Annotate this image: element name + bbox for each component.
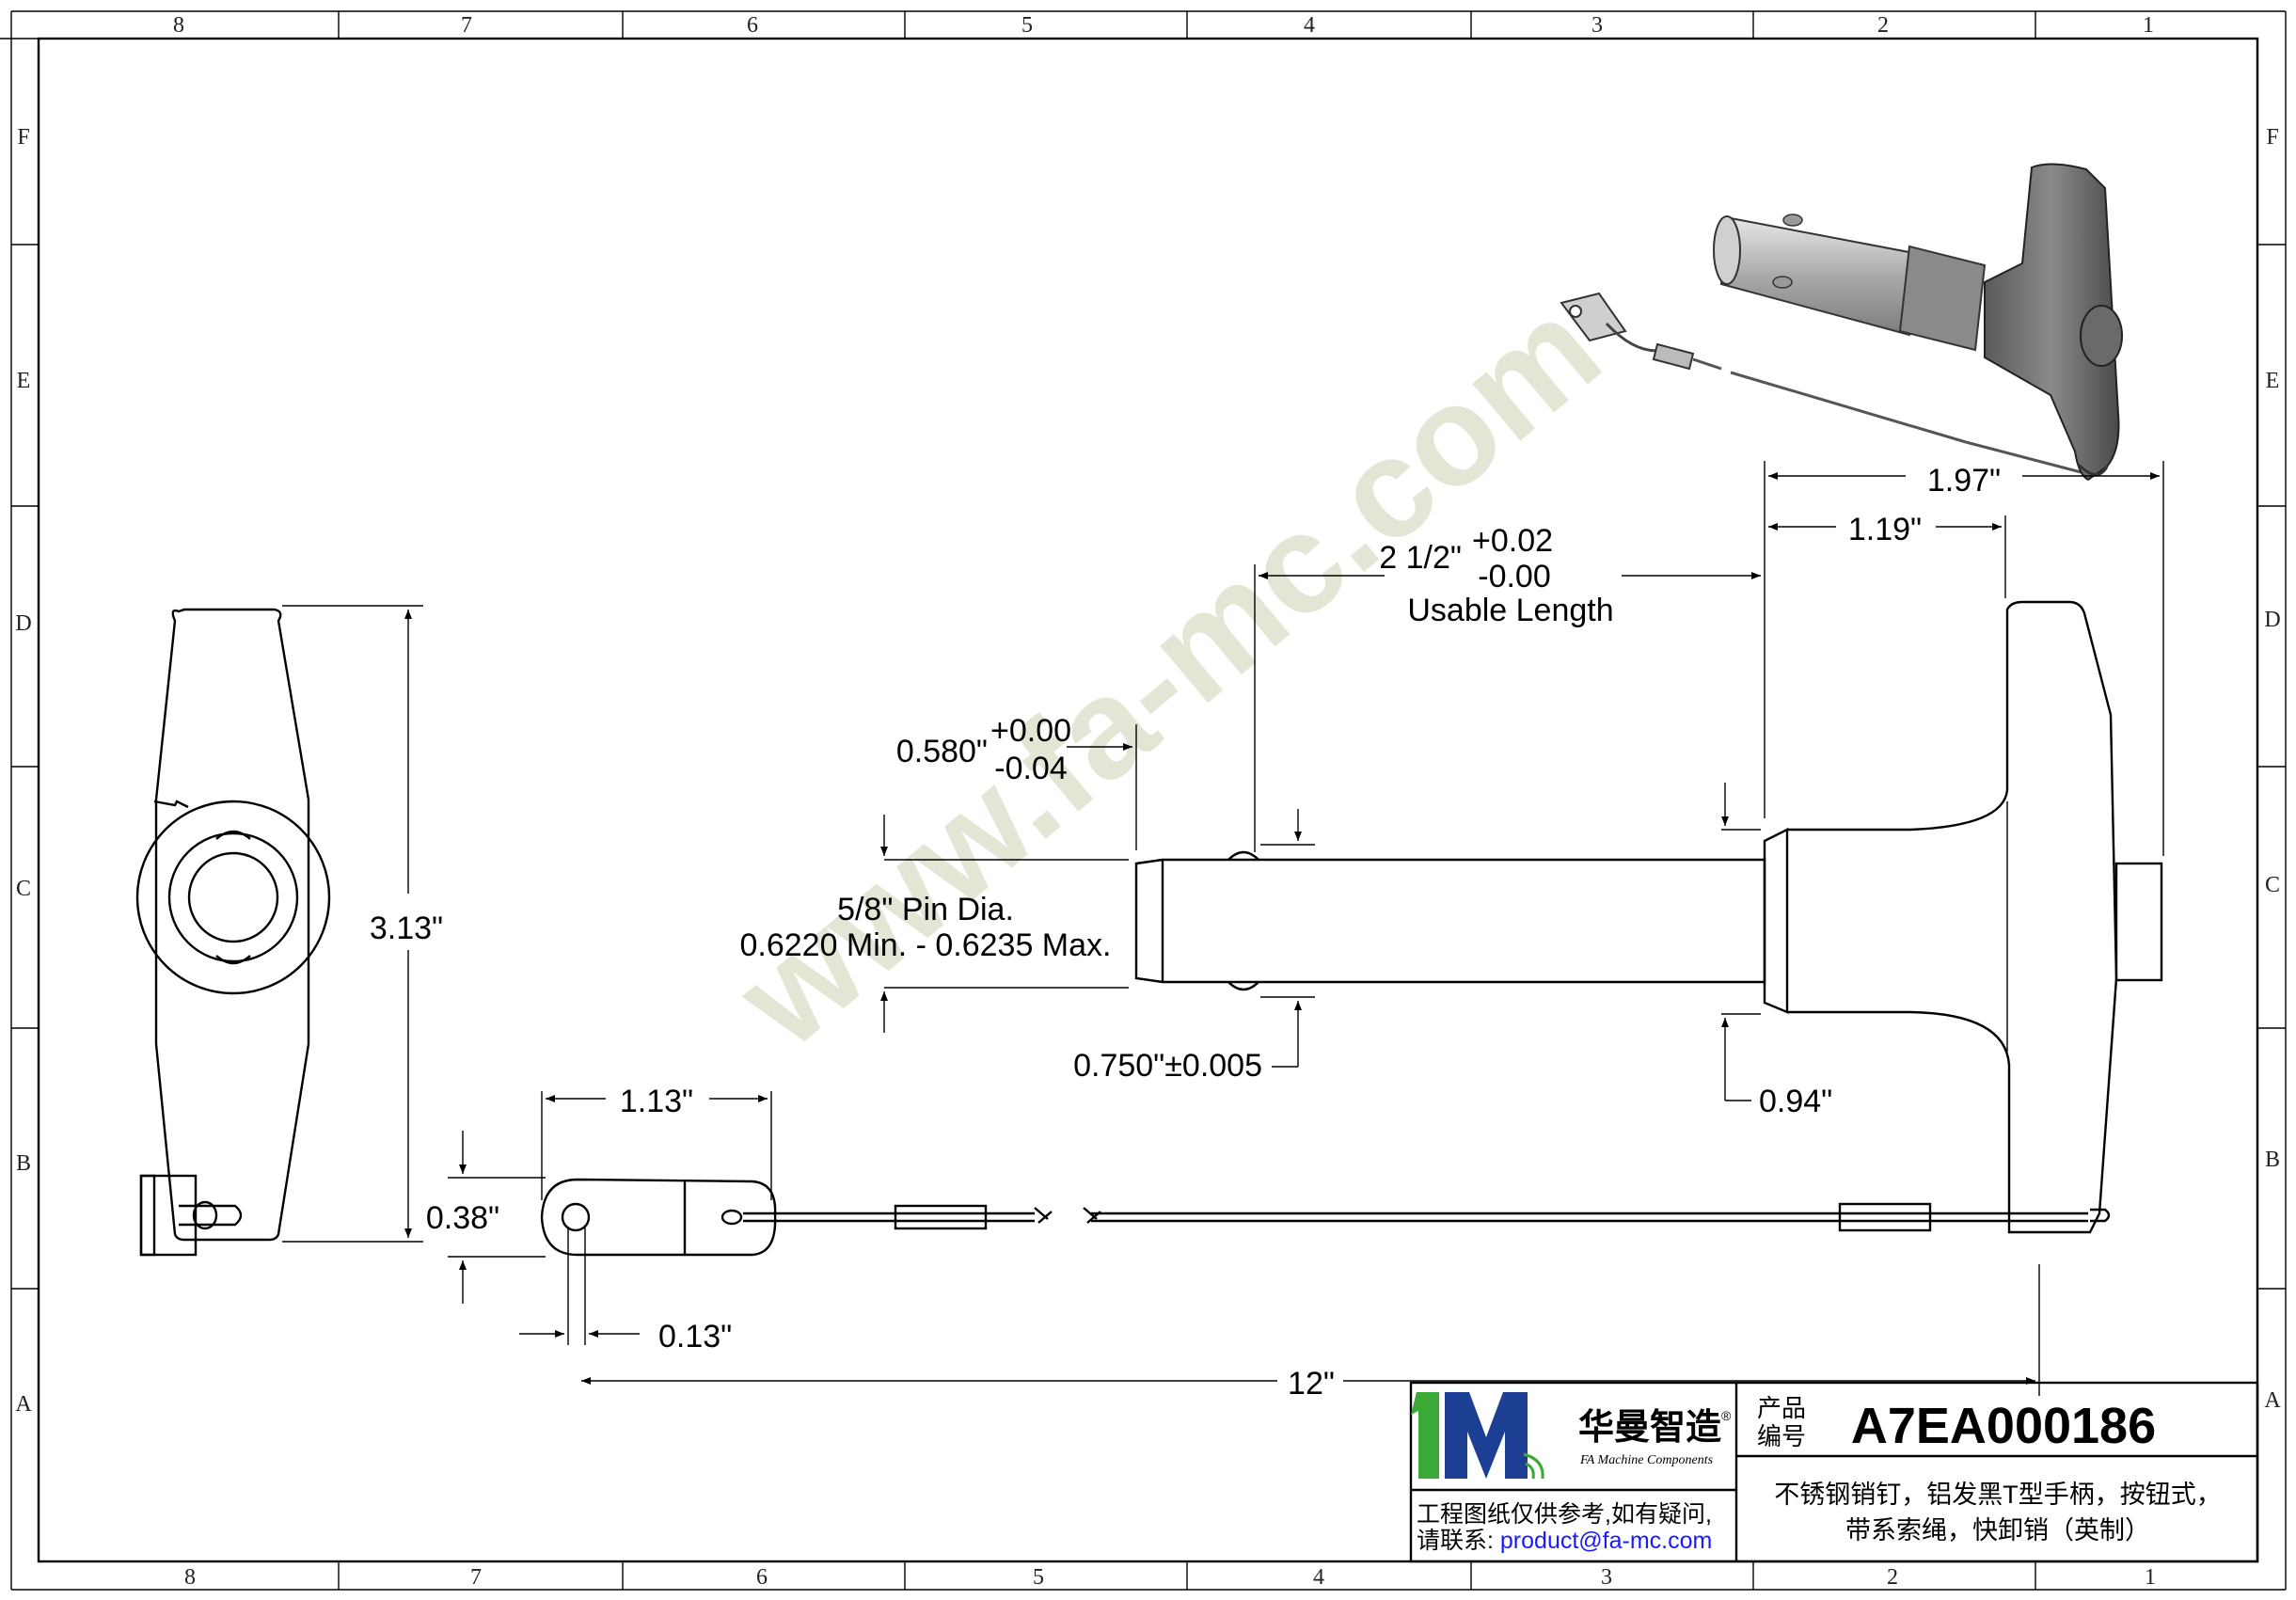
dim-usable-label: Usable Length — [1407, 593, 1613, 628]
dim-12: 12" — [581, 1264, 2040, 1402]
contact-prefix: 请联系: — [1417, 1528, 1500, 1554]
dim-0-580-value: 0.580" — [896, 734, 988, 769]
row-label-left: E — [17, 369, 31, 393]
disclaimer-text: 工程图纸仅供参考,如有疑问, — [1417, 1501, 1712, 1528]
dim-0-580-tol-minus: -0.04 — [994, 751, 1068, 786]
dim-0-750-label: 0.750"±0.005 — [1073, 1048, 1262, 1084]
dim-1-97-label: 1.97" — [1927, 463, 2001, 499]
col-label-top: 1 — [2143, 13, 2154, 38]
side-view-handle — [135, 608, 331, 1257]
drawing-frame — [0, 37, 2259, 1563]
row-label-left: C — [16, 877, 31, 901]
col-label-bottom: 5 — [1033, 1565, 1044, 1590]
dim-0-94: 0.94" — [1721, 783, 1832, 1119]
lanyard-view — [540, 1178, 2088, 1257]
dim-1-97: 1.97" — [1764, 461, 2164, 856]
title-block: 华曼智造 ® FA Machine Components 工程图纸仅供参考,如有… — [1409, 1381, 2259, 1563]
dim-pin-dia-range: 0.6220 Min. - 0.6235 Max. — [739, 927, 1111, 963]
dim-usable-tol-minus: -0.00 — [1478, 559, 1551, 594]
col-label-top: 8 — [173, 13, 184, 38]
dim-12-label: 12" — [1288, 1366, 1335, 1402]
row-label-left: A — [15, 1392, 32, 1417]
dim-0-13: 0.13" — [519, 1227, 732, 1354]
row-label-left: B — [16, 1151, 31, 1176]
row-label-right: D — [2264, 608, 2280, 632]
registered-mark: ® — [1721, 1408, 1732, 1423]
col-label-bottom: 1 — [2145, 1565, 2156, 1590]
dim-usable-length: 2 1/2" +0.02 -0.00 Usable Length — [1254, 523, 1761, 852]
dim-0-13-label: 0.13" — [658, 1319, 732, 1354]
dim-0-38: 0.38" — [426, 1131, 546, 1304]
pin-front-view — [1134, 600, 2163, 1234]
col-label-bottom: 3 — [1601, 1565, 1612, 1590]
col-label-bottom: 8 — [184, 1565, 196, 1590]
contact-email[interactable]: product@fa-mc.com — [1500, 1528, 1712, 1554]
description-line-1: 不锈钢销钉，铝发黑T型手柄，按钮式， — [1774, 1481, 2222, 1509]
dim-1-13-label: 1.13" — [620, 1084, 693, 1119]
col-label-top: 6 — [747, 13, 758, 38]
col-label-top: 3 — [1591, 13, 1603, 38]
part-label-1: 产品 — [1757, 1394, 1806, 1422]
dim-usable-tol-plus: +0.02 — [1472, 523, 1553, 559]
zone-labels: 8 7 6 5 4 3 2 1 8 7 6 5 4 3 2 1 F E D C … — [15, 13, 2281, 1590]
dim-pin-dia-label: 5/8" Pin Dia. — [837, 892, 1014, 927]
col-label-bottom: 2 — [1887, 1565, 1898, 1590]
dim-1-19: 1.19" — [1768, 512, 2006, 598]
dim-3-13: 3.13" — [370, 911, 443, 946]
company-logo: 华曼智造 ® FA Machine Components — [1411, 1392, 1732, 1480]
row-label-left: D — [15, 611, 31, 636]
col-label-bottom: 4 — [1313, 1565, 1324, 1590]
dim-0-750: 0.750"±0.005 — [1073, 809, 1315, 1084]
brand-en: FA Machine Components — [1579, 1453, 1714, 1467]
row-label-right: C — [2265, 873, 2280, 897]
description-line-2: 带系索绳，快卸销（英制） — [1845, 1516, 2150, 1545]
contact-line: 请联系: product@fa-mc.com — [1417, 1528, 1712, 1554]
row-label-right: F — [2266, 125, 2278, 150]
isometric-render — [1560, 163, 2123, 482]
col-label-top: 4 — [1304, 13, 1315, 38]
dim-1-13: 1.13" — [541, 1084, 772, 1200]
row-label-left: F — [17, 125, 29, 150]
col-label-top: 5 — [1021, 13, 1033, 38]
row-label-right: E — [2266, 369, 2280, 393]
part-label-2: 编号 — [1757, 1422, 1806, 1450]
dim-0-580-tol-plus: +0.00 — [990, 713, 1071, 749]
col-label-top: 2 — [1877, 13, 1889, 38]
dim-usable-value: 2 1/2" — [1379, 540, 1462, 576]
row-label-right: B — [2265, 1148, 2280, 1172]
row-label-right: A — [2264, 1388, 2281, 1413]
col-label-bottom: 7 — [470, 1565, 482, 1590]
col-label-top: 7 — [461, 13, 472, 38]
col-label-bottom: 6 — [756, 1565, 768, 1590]
dim-1-19-label: 1.19" — [1848, 512, 1922, 547]
brand-cn: 华曼智造 — [1578, 1408, 1721, 1448]
dim-0-94-label: 0.94" — [1759, 1084, 1832, 1119]
part-number: A7EA000186 — [1851, 1398, 2156, 1454]
dim-pin-dia: 5/8" Pin Dia. 0.6220 Min. - 0.6235 Max. — [739, 815, 1129, 1033]
zone-ticks — [10, 10, 2287, 1591]
dim-0-38-label: 0.38" — [426, 1200, 499, 1236]
dim-0-580: 0.580" +0.00 -0.04 — [896, 713, 1137, 850]
dim-handle-height: 3.13" — [282, 605, 443, 1243]
